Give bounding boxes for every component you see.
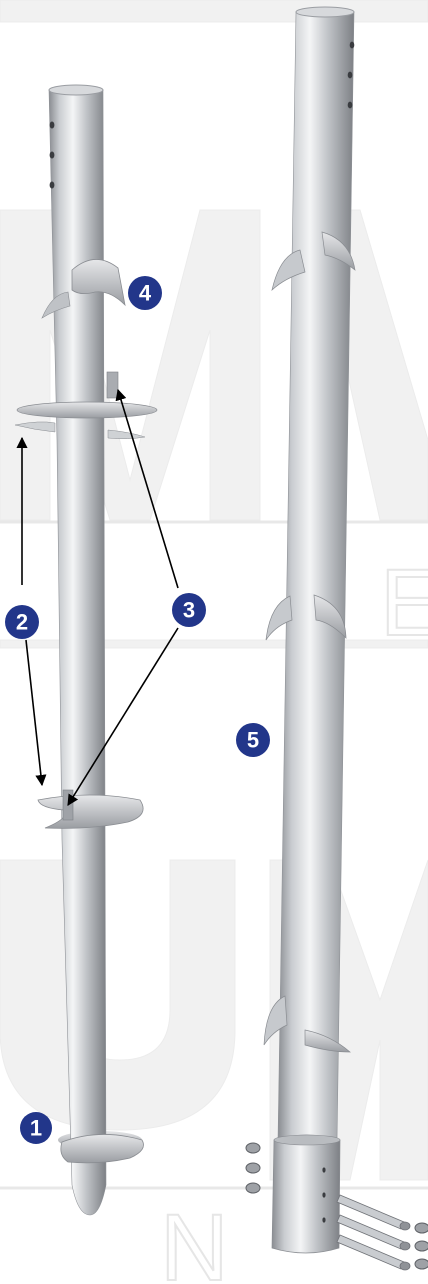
svg-text:4: 4 bbox=[139, 281, 152, 306]
pile-tube-top bbox=[49, 85, 103, 95]
pile-tube-right-top bbox=[296, 7, 354, 17]
callout-5: 5 bbox=[236, 723, 270, 757]
arrow-2-down bbox=[26, 640, 42, 785]
anti-rotation-tab-top bbox=[107, 372, 118, 398]
callout-4: 4 bbox=[128, 276, 162, 310]
coupling-sleeve bbox=[272, 1135, 340, 1253]
watermark-letter-foot: N bbox=[160, 1195, 229, 1284]
bolt-set-icon bbox=[337, 1195, 410, 1270]
callout-3: 3 bbox=[172, 593, 206, 627]
callout-2: 2 bbox=[5, 605, 39, 639]
callout-1: 1 bbox=[20, 1112, 52, 1144]
svg-text:1: 1 bbox=[30, 1116, 42, 1141]
helix-plate-lower bbox=[38, 795, 143, 828]
svg-text:5: 5 bbox=[247, 728, 259, 753]
svg-text:3: 3 bbox=[183, 598, 195, 623]
svg-text:2: 2 bbox=[16, 610, 28, 635]
watermark-letter-mid: E bbox=[380, 550, 428, 656]
helix-plate-bottom bbox=[61, 1134, 144, 1162]
helix-plate-middle bbox=[17, 402, 157, 418]
